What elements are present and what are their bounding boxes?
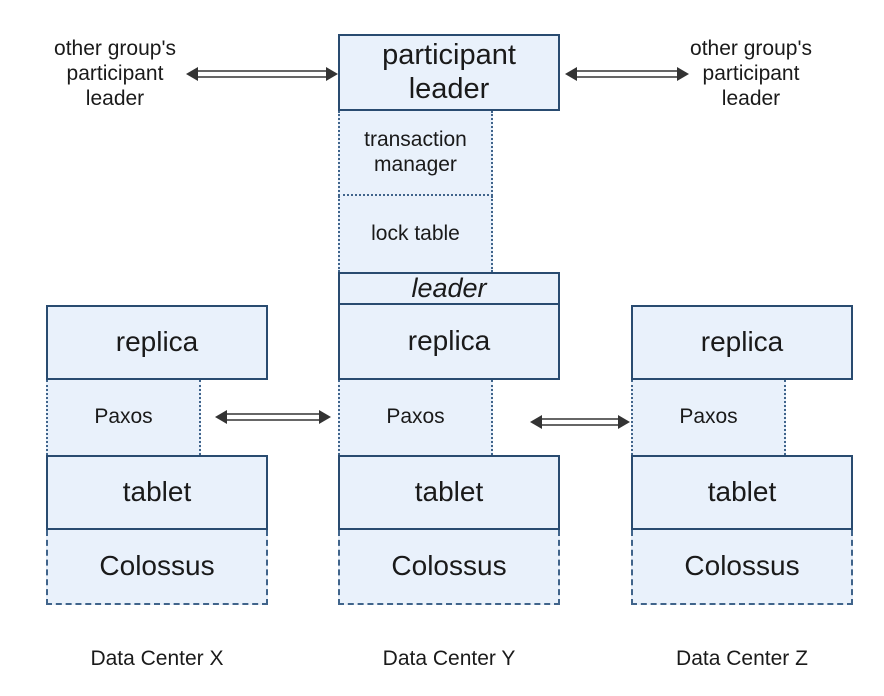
replica-text-x: replica xyxy=(115,326,199,358)
colossus-box-z: Colossus xyxy=(631,530,853,605)
datacenter-label-y: Data Center Y xyxy=(382,647,516,670)
replica-box-z: replica xyxy=(631,305,853,380)
datacenter-label-z: Data Center Z xyxy=(676,647,808,670)
arrow-paxos-right xyxy=(530,415,630,429)
replica-text-z: replica xyxy=(700,326,784,358)
tablet-text-y: tablet xyxy=(414,476,484,508)
arrow-paxos-left xyxy=(215,410,331,424)
right-other-leader-label: other group's participant leader xyxy=(690,37,812,111)
left-other-leader-label: other group's participant leader xyxy=(54,37,176,111)
paxos-box-x: Paxos xyxy=(46,380,201,455)
colossus-box-x: Colossus xyxy=(46,530,268,605)
tablet-text-x: tablet xyxy=(122,476,192,508)
colossus-text-z: Colossus xyxy=(684,550,800,582)
paxos-box-y: Paxos xyxy=(338,380,493,455)
transaction-manager-text: transaction manager xyxy=(364,128,467,176)
replica-box-x: replica xyxy=(46,305,268,380)
lock-table-box: lock table xyxy=(338,196,493,272)
arrow-right-top xyxy=(565,67,689,81)
colossus-text-x: Colossus xyxy=(99,550,215,582)
arrow-left-top xyxy=(186,67,338,81)
transaction-manager-box: transaction manager xyxy=(338,111,493,196)
replica-box-y: replica xyxy=(338,303,560,380)
paxos-text-z: Paxos xyxy=(679,405,738,429)
tablet-text-z: tablet xyxy=(707,476,777,508)
participant-leader-text: participant leader xyxy=(382,39,516,105)
lock-table-text: lock table xyxy=(371,221,460,245)
paxos-text-x: Paxos xyxy=(94,405,153,429)
leader-text: leader xyxy=(411,272,487,303)
colossus-text-y: Colossus xyxy=(391,550,507,582)
datacenter-label-x: Data Center X xyxy=(90,647,224,670)
leader-box: leader xyxy=(338,272,560,305)
tablet-box-y: tablet xyxy=(338,455,560,530)
paxos-box-z: Paxos xyxy=(631,380,786,455)
tablet-box-x: tablet xyxy=(46,455,268,530)
paxos-text-y: Paxos xyxy=(386,405,445,429)
tablet-box-z: tablet xyxy=(631,455,853,530)
colossus-box-y: Colossus xyxy=(338,530,560,605)
replica-text-y: replica xyxy=(407,325,491,357)
participant-leader-box: participant leader xyxy=(338,34,560,111)
